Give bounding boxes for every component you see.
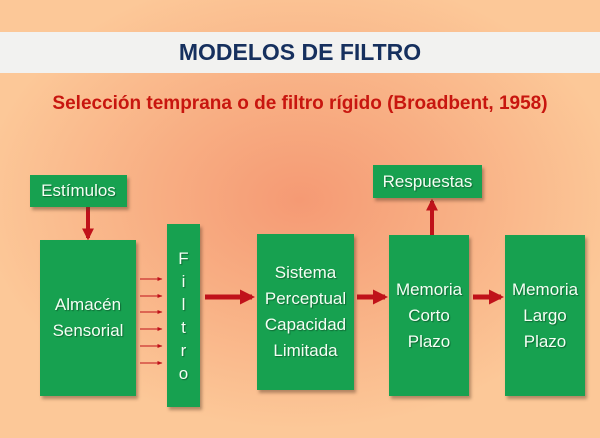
title-band: MODELOS DE FILTRO [0,32,600,73]
almacen-sensorial-box: Almacén Sensorial [40,240,136,396]
respuestas-box: Respuestas [373,165,482,198]
estimulos-label: Estímulos [41,181,116,200]
memoria-largo-plazo-box: Memoria Largo Plazo [505,235,585,396]
sistema-perceptual-box: Sistema Perceptual Capacidad Limitada [257,234,354,390]
sistema-label: Sistema Perceptual Capacidad Limitada [264,263,347,360]
memoria-corto-plazo-box: Memoria Corto Plazo [389,235,469,396]
memoria-largo-label: Memoria Largo Plazo [511,279,579,351]
slide-title: MODELOS DE FILTRO [178,39,422,65]
filtro-label: F i l t r o [178,248,189,383]
respuestas-label: Respuestas [382,171,473,191]
slide-subtitle: Selección temprana o de filtro rígido (B… [52,93,548,114]
sensory-input-arrows [140,277,163,365]
filtro-box: F i l t r o [167,224,200,407]
estimulos-box: Estímulos [30,175,127,207]
memoria-corto-label: Memoria Corto Plazo [395,279,463,351]
almacen-label: Almacén Sensorial [52,295,124,340]
